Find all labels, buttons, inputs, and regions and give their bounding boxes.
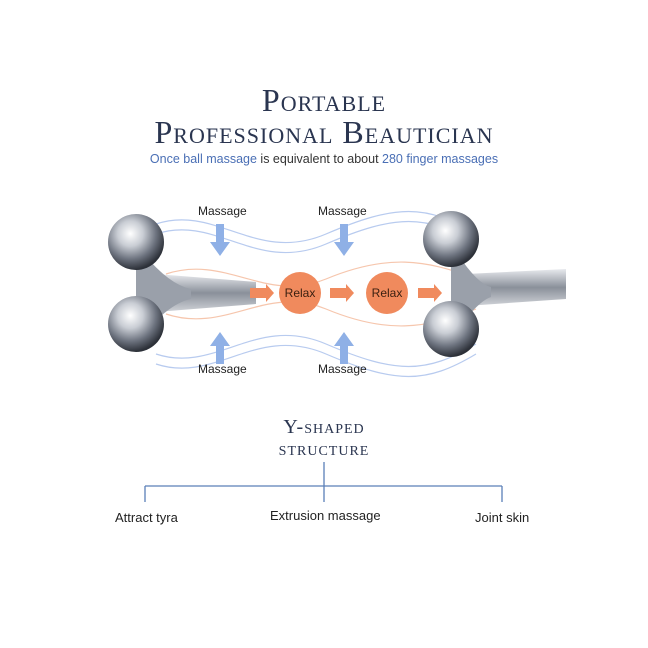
subtitle-highlight-1: Once ball massage — [149, 152, 257, 166]
massage-label-bottom-left: Massage — [198, 362, 247, 376]
relax-label-1: Relax — [285, 286, 316, 300]
subtitle-highlight-2: 280 finger massages — [382, 152, 499, 166]
left-roller-image — [108, 214, 256, 352]
structure-title-line-2: structure — [278, 438, 370, 460]
massage-arrows — [210, 224, 354, 364]
relax-label-2: Relax — [372, 286, 403, 300]
branch-label-attract: Attract tyra — [115, 510, 178, 525]
subtitle: Once ball massage is equivalent to about… — [0, 152, 648, 166]
right-roller-image — [423, 211, 566, 357]
structure-title-line-1: Y-shaped — [283, 416, 365, 438]
relax-arrows — [250, 284, 442, 302]
massage-label-top-left: Massage — [198, 204, 247, 218]
branch-label-extrusion: Extrusion massage — [270, 508, 381, 523]
relax-circle-1: Relax — [279, 272, 321, 314]
relax-circle-2: Relax — [366, 272, 408, 314]
massage-diagram: Relax Relax — [108, 211, 566, 377]
branch-label-joint: Joint skin — [475, 510, 530, 525]
massage-label-top-right: Massage — [318, 204, 367, 218]
massage-label-bottom-right: Massage — [318, 362, 367, 376]
title-line-2: Professional Beautician — [154, 114, 494, 150]
title-line-1: Portable — [261, 82, 387, 118]
subtitle-middle: is equivalent to about — [256, 152, 383, 166]
